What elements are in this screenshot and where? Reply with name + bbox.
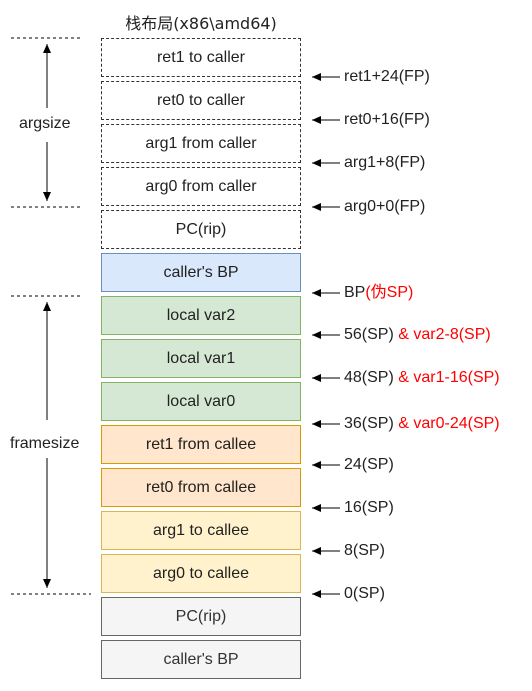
stack-block: caller's BP [101, 253, 301, 292]
stack-block: caller's BP [101, 640, 301, 679]
stack-block: local var1 [101, 339, 301, 378]
offset-label: arg1+8(FP) [344, 154, 425, 172]
stack-block: arg0 to callee [101, 554, 301, 593]
stack-block: ret0 to caller [101, 81, 301, 120]
offset-label: 36(SP) & var0-24(SP) [344, 415, 500, 433]
offset-label: arg0+0(FP) [344, 198, 425, 216]
stack-block: ret1 from callee [101, 425, 301, 464]
offset-main-text: 0(SP) [344, 585, 385, 602]
offset-label: 0(SP) [344, 585, 385, 603]
offset-main-text: 56(SP) [344, 326, 394, 343]
offset-main-text: 36(SP) [344, 415, 394, 432]
offset-main-text: 48(SP) [344, 369, 394, 386]
offset-alias-text: & var0-24(SP) [393, 415, 500, 432]
stack-block: arg1 from caller [101, 124, 301, 163]
offset-alias-text: & var1-16(SP) [393, 369, 500, 386]
stack-block: local var2 [101, 296, 301, 335]
offset-label: 16(SP) [344, 499, 394, 517]
offset-main-text: 24(SP) [344, 456, 394, 473]
offset-main-text: arg0+0(FP) [344, 198, 426, 215]
stack-block: PC(rip) [101, 210, 301, 249]
offset-main-text: ret1+24(FP) [344, 68, 430, 85]
offset-alias-text: (伪SP) [365, 284, 414, 301]
offset-label: 8(SP) [344, 542, 385, 560]
stack-block: arg1 to callee [101, 511, 301, 550]
offset-main-text: 8(SP) [344, 542, 385, 559]
stack-block: PC(rip) [101, 597, 301, 636]
stack-block: ret0 from callee [101, 468, 301, 507]
framesize-label: framesize [10, 435, 80, 452]
offset-alias-text: & var2-8(SP) [393, 326, 491, 343]
stack-block: local var0 [101, 382, 301, 421]
offset-main-text: ret0+16(FP) [344, 111, 430, 128]
offset-main-text: BP [344, 284, 366, 301]
argsize-label: argsize [19, 115, 71, 132]
offset-label: ret1+24(FP) [344, 68, 430, 86]
stack-block: ret1 to caller [101, 38, 301, 77]
offset-main-text: arg1+8(FP) [344, 154, 426, 171]
offset-label: 24(SP) [344, 456, 394, 474]
offset-label: ret0+16(FP) [344, 111, 430, 129]
offset-label: BP(伪SP) [344, 284, 413, 302]
offset-label: 56(SP) & var2-8(SP) [344, 326, 491, 344]
offset-label: 48(SP) & var1-16(SP) [344, 369, 500, 387]
stack-block: arg0 from caller [101, 167, 301, 206]
diagram-title: 栈布局(x86\amd64) [125, 14, 277, 33]
offset-main-text: 16(SP) [344, 499, 394, 516]
